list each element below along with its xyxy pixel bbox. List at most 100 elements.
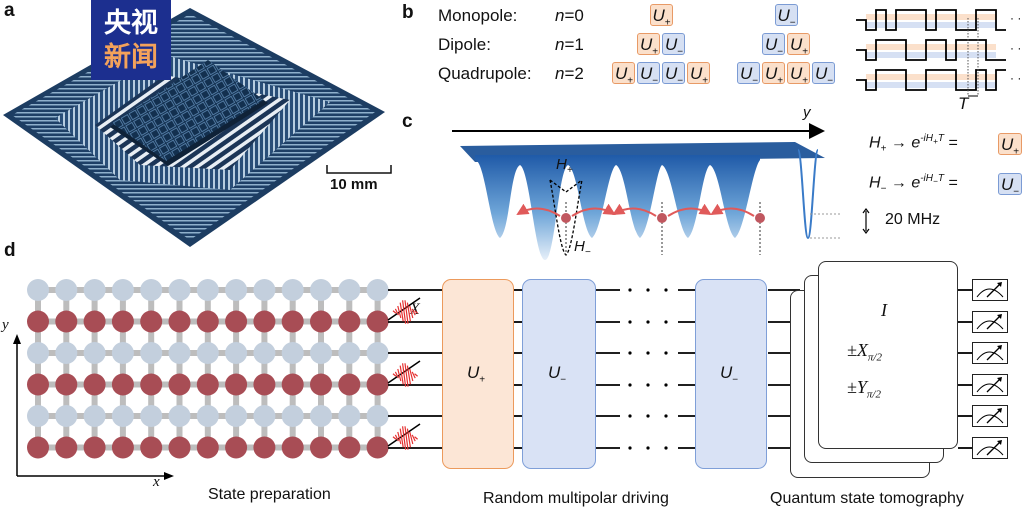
qubit-excited[interactable]: [111, 310, 134, 333]
qubit-ground[interactable]: [83, 342, 106, 364]
qubit-excited[interactable]: [366, 436, 389, 459]
gate-u-plus[interactable]: U+: [442, 279, 514, 469]
reference-well: [797, 149, 819, 240]
qubit-ground[interactable]: [338, 342, 361, 364]
tomography-card-front[interactable]: I±Xπ/2±Yπ/2: [818, 261, 958, 449]
qubit-excited[interactable]: [225, 310, 248, 333]
qubit-ground[interactable]: [310, 279, 332, 301]
qubit-excited[interactable]: [338, 373, 361, 396]
qubit-excited[interactable]: [83, 436, 106, 459]
gate-u-minus[interactable]: U−: [522, 279, 596, 469]
qubit-excited[interactable]: [168, 436, 191, 459]
qubit-ground[interactable]: [366, 342, 389, 364]
qubit-excited[interactable]: [253, 310, 276, 333]
qubit-ground[interactable]: [338, 279, 361, 301]
qubit-ground[interactable]: [253, 279, 276, 301]
qubit-ground[interactable]: [281, 279, 304, 301]
qubit-excited[interactable]: [140, 436, 163, 459]
qubit-ground[interactable]: [168, 405, 191, 427]
qubit-ground[interactable]: [55, 405, 78, 427]
qubit-ground[interactable]: [253, 405, 276, 427]
qubit-ground[interactable]: [310, 405, 332, 427]
qubit-excited[interactable]: [83, 310, 106, 333]
qubit-ground[interactable]: [111, 405, 134, 427]
qubit-excited[interactable]: [253, 373, 276, 396]
qubit-excited[interactable]: [281, 436, 304, 459]
qubit-ground[interactable]: [225, 342, 248, 364]
qubit-ground[interactable]: [27, 405, 49, 427]
lattice-x-label: x: [153, 474, 160, 490]
qubit-excited[interactable]: [111, 373, 134, 396]
qubit-ground[interactable]: [281, 342, 304, 364]
qubit-excited[interactable]: [338, 436, 361, 459]
h-plus-contour: [549, 179, 583, 193]
qubit-ground[interactable]: [253, 342, 276, 364]
qubit-ground[interactable]: [168, 342, 191, 364]
qubit-excited[interactable]: [310, 373, 332, 396]
qubit-excited[interactable]: [196, 436, 219, 459]
eq2-lhs: H: [869, 174, 881, 192]
qubit-excited[interactable]: [55, 310, 78, 333]
qubit-ground[interactable]: [140, 342, 163, 364]
qubit-lattice: [13, 279, 389, 480]
pulse-bg-plus: [866, 14, 996, 20]
qubit-ground[interactable]: [196, 405, 219, 427]
qubit-ground[interactable]: [27, 342, 49, 364]
qubit-excited[interactable]: [281, 373, 304, 396]
qubit-excited[interactable]: [140, 310, 163, 333]
coupler-vertical: [204, 424, 211, 440]
qubit-excited[interactable]: [55, 373, 78, 396]
eq1-u: U: [1001, 135, 1014, 154]
ellipsis-dot: [628, 320, 632, 324]
qubit-ground[interactable]: [27, 279, 49, 301]
qubit-ground[interactable]: [366, 279, 389, 301]
coupler-vertical: [233, 329, 240, 345]
qubit-excited[interactable]: [310, 436, 332, 459]
qubit-excited[interactable]: [196, 373, 219, 396]
qubit-ground[interactable]: [366, 405, 389, 427]
coupler-horizontal: [244, 444, 257, 451]
qubit-ground[interactable]: [196, 342, 219, 364]
ellipsis-dot: [664, 288, 668, 292]
qubit-ground[interactable]: [168, 279, 191, 301]
qubit-ground[interactable]: [196, 279, 219, 301]
gate-u-minus[interactable]: U−: [695, 279, 767, 469]
qubit-ground[interactable]: [111, 279, 134, 301]
qubit-excited[interactable]: [366, 373, 389, 396]
qubit-excited[interactable]: [111, 436, 134, 459]
qubit-ground[interactable]: [55, 342, 78, 364]
qubit-ground[interactable]: [225, 405, 248, 427]
qubit-excited[interactable]: [225, 436, 248, 459]
qubit-excited[interactable]: [366, 310, 389, 333]
qubit-excited[interactable]: [140, 373, 163, 396]
coupler-vertical: [374, 424, 381, 440]
qubit-excited[interactable]: [225, 373, 248, 396]
qubit-excited[interactable]: [253, 436, 276, 459]
qubit-excited[interactable]: [168, 310, 191, 333]
qubit-ground[interactable]: [83, 405, 106, 427]
coupler-vertical: [374, 392, 381, 408]
qubit-excited[interactable]: [55, 436, 78, 459]
qubit-excited[interactable]: [310, 310, 332, 333]
qubit-ground[interactable]: [310, 342, 332, 364]
qubit-excited[interactable]: [168, 373, 191, 396]
qubit-ground[interactable]: [140, 279, 163, 301]
qubit-ground[interactable]: [83, 279, 106, 301]
qubit-excited[interactable]: [338, 310, 361, 333]
qubit-ground[interactable]: [140, 405, 163, 427]
qubit-excited[interactable]: [281, 310, 304, 333]
coupler-horizontal: [187, 287, 200, 293]
qubit-ground[interactable]: [111, 342, 134, 364]
qubit-excited[interactable]: [27, 436, 49, 459]
qubit-excited[interactable]: [196, 310, 219, 333]
coupler-vertical: [289, 392, 296, 408]
qubit-ground[interactable]: [338, 405, 361, 427]
qubit-ground[interactable]: [225, 279, 248, 301]
qubit-excited[interactable]: [27, 310, 49, 333]
qubit-ground[interactable]: [281, 405, 304, 427]
qubit-ground[interactable]: [55, 279, 78, 301]
qubit-excited[interactable]: [83, 373, 106, 396]
coupler-vertical: [318, 392, 324, 408]
qubit-excited[interactable]: [27, 373, 49, 396]
coupler-vertical: [318, 424, 324, 440]
